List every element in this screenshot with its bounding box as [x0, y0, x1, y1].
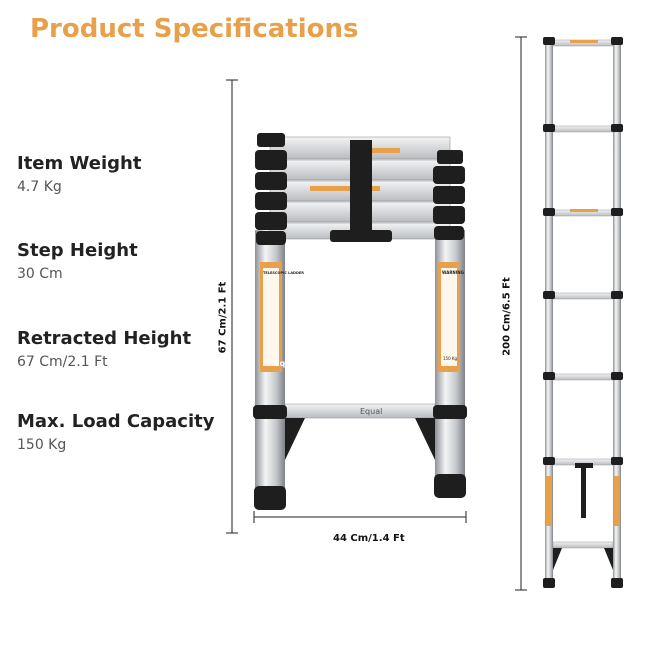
spec-retracted-height: Retracted Height 67 Cm/2.1 Ft — [17, 328, 191, 372]
spec-label: Item Weight — [17, 153, 142, 174]
spec-value: 30 Cm — [17, 266, 63, 282]
extended-height-label: 200 Cm/6.5 Ft — [501, 277, 513, 356]
telescopic-label: TELESCOPIC LADDER — [263, 271, 304, 275]
width-dimension-line — [253, 511, 467, 523]
spec-value: 150 Kg — [17, 437, 67, 453]
width-label: 44 Cm/1.4 Ft — [333, 533, 405, 544]
crossbar-brand-label: Equal — [360, 407, 382, 416]
retracted-ladder — [253, 133, 467, 510]
spec-step-height: Step Height 30 Cm — [17, 240, 138, 284]
warning-label: WARNING — [442, 270, 464, 275]
spec-max-load: Max. Load Capacity 150 Kg — [17, 411, 214, 455]
extended-height-dimension-line — [515, 36, 527, 591]
brand-label: Equal — [274, 359, 299, 368]
spec-item-weight: Item Weight 4.7 Kg — [17, 153, 141, 197]
spec-label: Retracted Height — [17, 328, 192, 349]
spec-label: Step Height — [17, 240, 138, 261]
spec-label: Max. Load Capacity — [17, 411, 215, 432]
height-dimension-line — [226, 79, 238, 534]
retracted-height-label: 67 Cm/2.1 Ft — [217, 281, 229, 354]
spec-value: 67 Cm/2.1 Ft — [17, 354, 108, 370]
spec-value: 4.7 Kg — [17, 179, 62, 195]
page-title: Product Specifications — [30, 14, 359, 44]
extended-ladder — [543, 37, 623, 588]
load-label: 150 Kg — [443, 356, 458, 361]
